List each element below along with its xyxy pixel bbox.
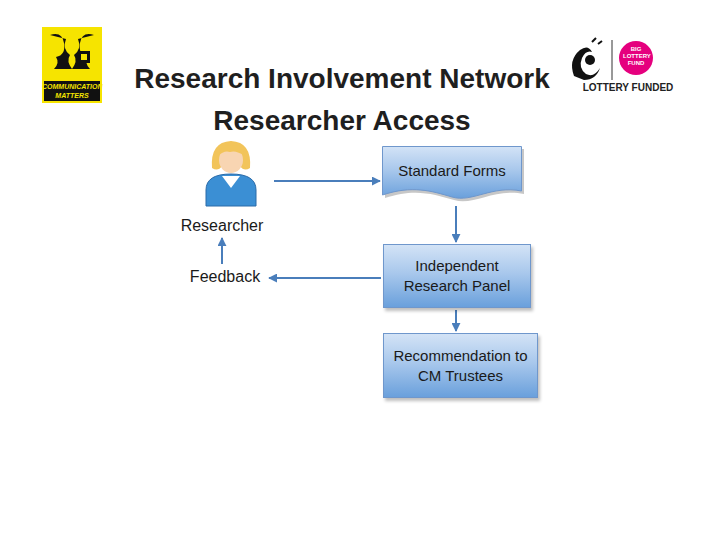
node-text: Feedback <box>190 268 260 286</box>
arrow-connector <box>221 238 223 264</box>
process-box: Recommendation to CM Trustees <box>383 333 538 398</box>
node-text: Independent Research Panel <box>388 256 526 296</box>
arrow-connector <box>274 180 380 182</box>
arrow-connector <box>455 310 457 331</box>
diagram-title: Research Involvement Network Researcher … <box>107 58 577 142</box>
document-shape: Standard Forms <box>382 146 522 204</box>
label-text: BIG LOTTERY FUND <box>623 46 649 67</box>
node-text: Standard Forms <box>382 146 522 179</box>
node-text: Recommendation to CM Trustees <box>388 346 533 386</box>
process-box: Independent Research Panel <box>383 244 531 308</box>
arrow-connector <box>269 277 381 279</box>
person-icon <box>200 138 262 208</box>
logo-graphic <box>42 27 102 103</box>
actor-node: Researcher <box>172 138 272 236</box>
label-text: LOTTERY FUNDED <box>560 82 696 94</box>
text-node: Feedback <box>183 266 267 288</box>
arrow-connector <box>455 206 457 242</box>
node-text: Researcher <box>172 216 272 236</box>
label-text: COMMUNICATION MATTERS <box>42 82 102 100</box>
